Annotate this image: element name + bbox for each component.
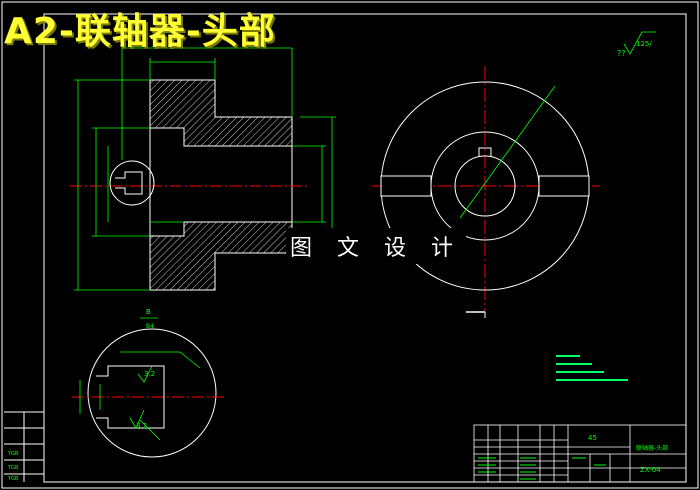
hatch-upper	[149, 79, 293, 147]
inner-frame	[43, 13, 687, 483]
detail-circle	[87, 328, 217, 458]
roughness-symbol-top-right	[623, 31, 656, 55]
front-section-view	[70, 20, 336, 291]
watermark-text: 图 文 设 计	[286, 228, 466, 264]
drawing-title: A2-联轴器-头部	[4, 11, 276, 52]
hatch-lower	[149, 221, 293, 291]
detail-circle-marker	[109, 160, 155, 206]
title-block-name: 联轴器-头部	[636, 444, 668, 452]
title-block-material: 45	[588, 434, 597, 442]
detail-view	[72, 328, 224, 458]
keyway	[478, 147, 492, 157]
detail-roughness-1: 3.2	[144, 370, 155, 378]
tech-notes	[556, 355, 628, 381]
title-block-fill	[478, 457, 606, 480]
title-block-code: ZX-04	[640, 466, 661, 474]
detail-label-top: B	[146, 308, 151, 316]
detail-roughness-2: 3.2	[136, 422, 147, 430]
side-view	[372, 66, 600, 318]
roughness-value-top-right: 125/	[636, 40, 652, 48]
detail-slot	[96, 365, 165, 429]
bore-circle	[454, 155, 516, 217]
side-label-a: YGB	[7, 451, 19, 457]
detail-label-bottom: B4	[146, 323, 154, 330]
title-block	[473, 424, 687, 483]
left-slot	[380, 175, 432, 197]
right-slot	[538, 175, 590, 197]
side-label-c: YGB	[7, 476, 19, 482]
roughness-q-top-right: ??	[617, 49, 626, 58]
binding-strip	[4, 411, 44, 482]
side-label-b: YGB	[7, 465, 19, 471]
